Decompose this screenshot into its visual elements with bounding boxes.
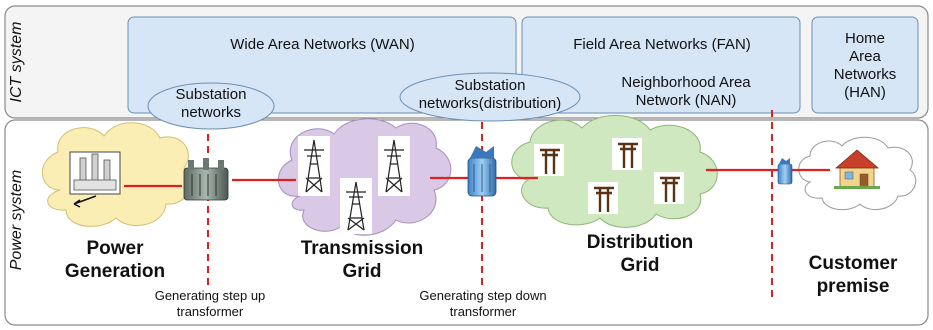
step-down-transformer-caption: Generating step down transformer <box>398 288 568 319</box>
power-plant-icon <box>69 151 121 208</box>
distribution-grid-label: Distribution Grid <box>560 232 720 278</box>
customer-premise-label-line: premise <box>816 275 890 297</box>
substation-dist-label-line: networks(distribution) <box>418 95 562 112</box>
nan-label-line: Network (NAN) <box>635 92 737 109</box>
step-up-caption-line: transformer <box>176 303 244 319</box>
han-box <box>811 16 919 114</box>
transmission-grid-label: Transmission Grid <box>272 238 452 284</box>
power-generation-label: Power Generation <box>50 238 180 284</box>
han-label-line: Home <box>844 30 885 47</box>
distribution-grid-label-line: Distribution <box>586 232 694 253</box>
fan-label: Field Area Networks (FAN) <box>573 36 751 53</box>
substation-distribution-label: Substation networks(distribution) <box>400 77 580 113</box>
power-generation-label-line: Generation <box>64 260 166 282</box>
step-down-caption-line: transformer <box>449 303 517 319</box>
customer-premise-label: Customer premise <box>788 253 918 299</box>
distribution-pole-icon <box>534 138 684 214</box>
transmission-tower-icon <box>298 136 410 234</box>
power-layer-label: Power system <box>8 169 25 271</box>
step-down-transformer-icon <box>467 146 497 197</box>
substation-networks-label: Substation networks <box>150 86 272 122</box>
step-up-caption-line: Generating step up <box>154 288 266 303</box>
han-label-line: (HAN) <box>844 84 886 101</box>
transmission-grid-label-line: Grid <box>342 260 382 282</box>
fan-box <box>521 16 801 114</box>
nan-label-line: Neighborhood Area <box>621 74 751 91</box>
han-label-line: Networks <box>833 66 897 83</box>
substation-label-line: networks <box>180 104 242 121</box>
transmission-grid-label-line: Transmission <box>300 238 424 259</box>
house-icon <box>834 149 880 189</box>
power-generation-label-line: Power <box>86 238 144 259</box>
wan-label: Wide Area Networks (WAN) <box>230 36 415 53</box>
substation-label-line: Substation <box>175 86 247 103</box>
nan-label: Neighborhood Area Network (NAN) <box>586 74 786 110</box>
distribution-grid-label-line: Grid <box>620 254 660 276</box>
substation-networks-ellipse <box>147 82 275 130</box>
step-down-caption-line: Generating step down <box>419 288 547 303</box>
customer-premise-label-line: Customer <box>808 253 898 274</box>
han-label-line: Area <box>849 48 881 65</box>
substation-dist-label-line: Substation <box>454 77 526 94</box>
step-up-transformer-icon <box>183 158 229 201</box>
substation-distribution-ellipse <box>399 72 581 122</box>
step-up-transformer-caption: Generating step up transformer <box>130 288 290 319</box>
power-line <box>124 168 830 188</box>
service-transformer-icon <box>777 158 793 185</box>
ict-layer-label: ICT system <box>8 21 25 103</box>
han-label: Home Area Networks (HAN) <box>812 30 918 102</box>
